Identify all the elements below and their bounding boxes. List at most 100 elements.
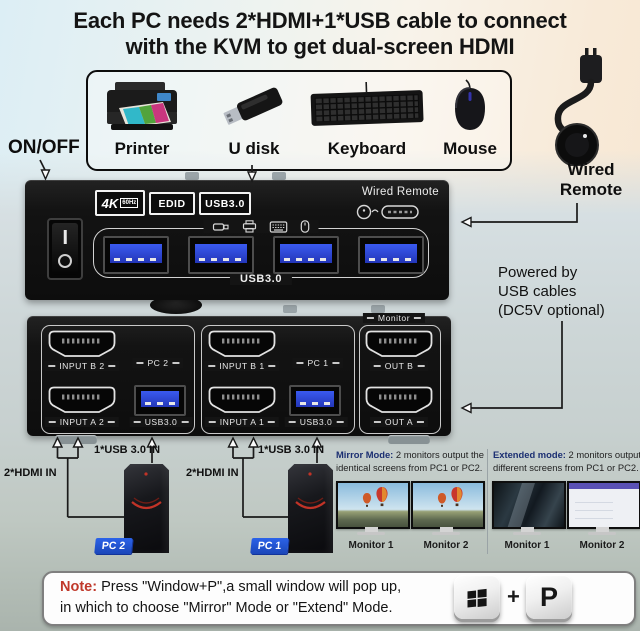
input-b2-label: INPUT B 2 xyxy=(44,361,120,371)
extended-monitor2-label: Monitor 2 xyxy=(579,540,625,551)
pc1-tower-image xyxy=(288,464,333,553)
hdmi-port-out-b[interactable] xyxy=(365,330,433,358)
device-tab xyxy=(272,172,286,180)
extended-monitor1-image xyxy=(492,481,566,529)
usb-ports-frame: USB3.0 xyxy=(93,220,429,285)
usb3-port-pc1[interactable] xyxy=(289,385,341,416)
pc2-group-frame xyxy=(41,325,195,434)
monitor-stand xyxy=(567,527,637,535)
udisk-item: U disk xyxy=(208,78,300,159)
page-title: Each PC needs 2*HDMI+1*USB cable to conn… xyxy=(0,8,640,60)
power-off-mark xyxy=(58,254,72,268)
kvm-bottom-panel: Monitor INPUT B 2 PC 2 INPUT A 2 USB3.0 … xyxy=(27,313,451,436)
udisk-icon xyxy=(212,222,229,231)
usb3-port-3[interactable] xyxy=(273,236,339,274)
device-tab xyxy=(283,305,297,313)
mouse-icon xyxy=(300,220,310,233)
hdmi-port-input-b1[interactable] xyxy=(208,330,276,358)
udisk-image xyxy=(223,87,283,125)
windows-key xyxy=(454,575,500,619)
pc1-group-frame xyxy=(201,325,355,434)
note-line1: Press "Window+P",a small window will pop… xyxy=(101,579,402,595)
note-text: Note: Press "Window+P",a small window wi… xyxy=(60,577,401,619)
extended-mode-desc1: 2 monitors output xyxy=(568,449,640,460)
device-tab xyxy=(185,172,199,180)
remote-jack-icon xyxy=(356,204,419,220)
pc1-port-label: PC 1 xyxy=(292,358,344,368)
monitor-stand xyxy=(336,527,406,535)
mirror-mode-text: Mirror Mode: 2 monitors output the ident… xyxy=(336,449,484,474)
mouse-item: Mouse xyxy=(434,78,506,159)
hdmi-port-input-b2[interactable] xyxy=(48,330,116,358)
badge-4k-text: 4K xyxy=(101,195,119,211)
mirror-mode-title: Mirror Mode: xyxy=(336,449,394,460)
device-foot xyxy=(55,435,97,444)
badge-60hz-text: 60Hz xyxy=(120,198,139,208)
powered-line2: USB cables xyxy=(498,283,577,300)
monitor-stand xyxy=(411,527,481,535)
usb-in-pc2-label: 1*USB 3.0 IN xyxy=(94,444,161,456)
note-prefix: Note: xyxy=(60,579,98,595)
pc1-badge: PC 1 xyxy=(250,538,289,554)
pc2-tower-accent xyxy=(131,472,162,510)
extended-mode-desc2: different screens from PC1 or PC2. xyxy=(493,461,639,473)
mirror-monitor1-label: Monitor 1 xyxy=(348,540,394,551)
peripherals-box: Printer U disk xyxy=(86,70,512,171)
extended-mode-text: Extended mode: 2 monitors output differe… xyxy=(493,449,640,474)
pc1-tower-accent xyxy=(295,472,326,510)
udisk-label: U disk xyxy=(228,139,280,158)
hdmi-in-pc1-label: 2*HDMI IN xyxy=(186,467,239,479)
extended-mode-title: Extended mode: xyxy=(493,449,566,460)
extended-monitor2-image xyxy=(567,481,640,529)
port-icons-row xyxy=(203,220,319,233)
hdmi-port-input-a1[interactable] xyxy=(208,386,276,414)
wired-remote-port-label: Wired Remote xyxy=(361,186,439,198)
keyboard-icon xyxy=(269,220,288,233)
badge-edid: EDID xyxy=(149,192,195,215)
title-line2: with the KVM to get dual-screen HDMI xyxy=(125,34,515,59)
printer-icon xyxy=(242,220,257,233)
note-line2: in which to choose "Mirror" Mode or "Ext… xyxy=(60,600,393,616)
power-rocker xyxy=(52,223,78,275)
keyboard-label: Keyboard xyxy=(327,139,407,158)
mirror-monitor1-image xyxy=(336,481,410,529)
usb3-port-4[interactable] xyxy=(358,236,424,274)
power-switch[interactable] xyxy=(47,218,83,280)
out-b-label: OUT B xyxy=(369,361,429,371)
wired-remote-label: Wired Remote xyxy=(559,160,623,199)
wired-remote-image xyxy=(554,48,602,166)
hdmi-port-input-a2[interactable] xyxy=(48,386,116,414)
keyboard-item: Keyboard xyxy=(306,78,428,159)
mirror-mode-desc1: 2 monitors output the xyxy=(395,449,484,460)
usb-group-label: USB3.0 xyxy=(229,273,293,285)
power-on-mark xyxy=(63,230,67,244)
mode-divider xyxy=(487,449,488,554)
usb3-port-pc2[interactable] xyxy=(134,385,186,416)
hdmi-in-pc2-label: 2*HDMI IN xyxy=(4,467,57,479)
on-off-label: ON/OFF xyxy=(8,137,80,158)
mouse-label: Mouse xyxy=(443,139,497,158)
monitor-stand xyxy=(492,527,562,535)
plus-sign: + xyxy=(507,584,520,609)
usb-in-pc1-label: 1*USB 3.0 IN xyxy=(258,444,325,456)
badge-usb3: USB3.0 xyxy=(199,192,251,215)
usb3-port-2[interactable] xyxy=(188,236,254,274)
device-tab xyxy=(371,305,385,313)
device-foot xyxy=(388,435,430,444)
mouse-image xyxy=(455,79,485,130)
usb3-port-1[interactable] xyxy=(103,236,169,274)
powered-line1: Powered by xyxy=(498,264,578,281)
out-a-label: OUT A xyxy=(369,417,429,427)
monitor-group-frame xyxy=(359,325,441,434)
input-a1-label: INPUT A 1 xyxy=(204,417,280,427)
badge-4k60hz: 4K 60Hz xyxy=(95,190,145,216)
device-foot-knob xyxy=(150,296,202,314)
hdmi-port-out-a[interactable] xyxy=(365,386,433,414)
mirror-monitor2-label: Monitor 2 xyxy=(423,540,469,551)
pc2-badge: PC 2 xyxy=(94,538,133,554)
powered-line3: (DC5V optional) xyxy=(498,302,605,319)
usb3-pc1-label: USB3.0 xyxy=(284,417,348,427)
keyboard-image xyxy=(310,81,424,126)
